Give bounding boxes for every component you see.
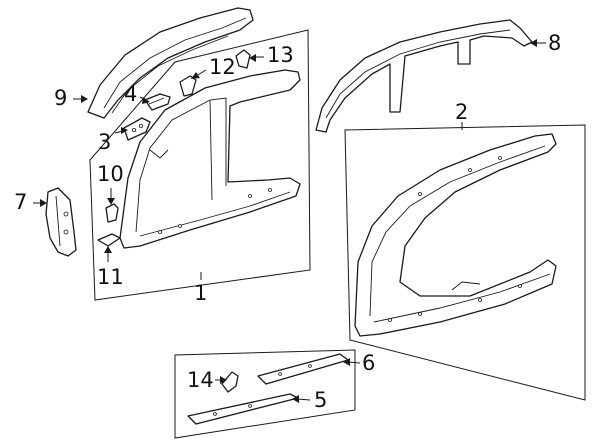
pillar-bracket-part-7	[45, 187, 77, 257]
clip-part-14	[221, 371, 239, 393]
group-box-2	[344, 124, 586, 401]
gusset-part-13	[235, 49, 251, 69]
side-outer-panel-part-2	[354, 133, 557, 337]
callout-6: 6	[362, 351, 376, 375]
callout-2: 2	[455, 100, 469, 124]
side-panel-part-1	[119, 69, 301, 249]
bracket-part-4	[144, 93, 171, 111]
roof-frame-part-8	[315, 19, 533, 133]
roof-rail-part-9	[87, 7, 254, 119]
plate-part-11	[97, 233, 121, 247]
reinforcement-part-3	[123, 117, 151, 141]
sill-panel-part-5	[187, 393, 299, 425]
gusset-part-12	[179, 75, 197, 97]
group-box-3	[174, 349, 356, 439]
callout-14: 14	[187, 368, 214, 392]
group-box-1	[89, 29, 311, 301]
leader-lines	[33, 39, 546, 403]
callout-12: 12	[209, 55, 236, 79]
callout-10: 10	[97, 162, 124, 186]
callout-4: 4	[124, 82, 138, 106]
callout-9: 9	[54, 86, 68, 110]
clip-part-10	[105, 203, 119, 223]
callout-1: 1	[194, 281, 208, 305]
callout-11: 11	[97, 265, 124, 289]
callout-5: 5	[314, 388, 328, 412]
callout-3: 3	[98, 130, 112, 154]
sill-reinforcement-part-6	[257, 353, 349, 385]
callout-7: 7	[14, 190, 28, 214]
callout-8: 8	[548, 31, 562, 55]
callout-13: 13	[267, 43, 294, 67]
